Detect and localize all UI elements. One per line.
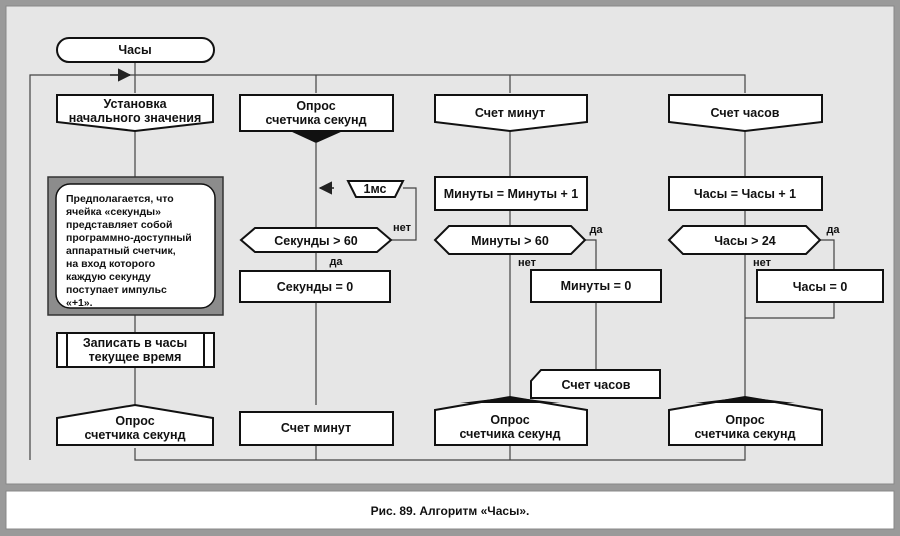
svg-text:аппаратный счетчик,: аппаратный счетчик,	[66, 245, 176, 257]
svg-text:«+1».: «+1».	[66, 297, 93, 309]
col4-poll-label-2: счетчика секунд	[694, 427, 795, 441]
minutes-count-offpage	[239, 411, 394, 446]
note-box	[55, 183, 216, 309]
svg-text:каждую секунду: каждую секунду	[66, 271, 151, 283]
minutes-decision-label: Минуты > 60	[471, 234, 549, 248]
col1-poll-block	[56, 403, 214, 446]
col3-poll-label-1: Опрос	[490, 413, 529, 427]
seconds-reset-label: Секунды = 0	[277, 280, 354, 294]
minutes-decision	[433, 225, 587, 255]
minutes-reset-block	[530, 269, 662, 303]
hours-count-offpage-label: Счет часов	[562, 378, 631, 392]
seconds-poll-label-1: Опрос	[296, 99, 335, 113]
minutes-reset-label: Минуты = 0	[561, 279, 632, 293]
svg-text:на вход которого: на вход которого	[66, 258, 155, 270]
minutes-header-block	[434, 94, 588, 133]
minutes-increment-block	[434, 176, 588, 211]
svg-text:Предполагается, что: Предполагается, что	[66, 193, 174, 205]
start-terminator	[56, 37, 215, 63]
delay-label: 1мс	[364, 182, 387, 196]
seconds-no-label: нет	[393, 222, 412, 234]
hours-decision	[667, 225, 822, 255]
hours-count-offpage	[530, 369, 661, 399]
col4-poll-label-1: Опрос	[725, 413, 764, 427]
minutes-header-label: Счет минут	[475, 106, 545, 120]
figure-caption: Рис. 89. Алгоритм «Часы».	[371, 504, 530, 518]
minutes-count-offpage-label: Счет минут	[281, 421, 351, 435]
hours-header-label: Счет часов	[711, 106, 780, 120]
caption-panel	[5, 490, 895, 530]
write-clock-label-1: Записать в часы	[83, 336, 187, 350]
seconds-poll-label-2: счетчика секунд	[265, 113, 366, 127]
seconds-decision	[239, 227, 393, 253]
hours-increment-label: Часы = Часы + 1	[694, 187, 796, 201]
svg-text:ячейка «секунды»: ячейка «секунды»	[66, 206, 161, 218]
svg-text:представляет собой: представляет собой	[66, 219, 172, 231]
seconds-poll-connector	[290, 131, 343, 143]
flow-lines	[29, 62, 835, 461]
hours-no-label: нет	[753, 257, 772, 269]
minutes-no-label: нет	[518, 257, 537, 269]
hours-header-block	[668, 94, 823, 133]
start-label: Часы	[118, 43, 151, 57]
hours-reset-block	[756, 269, 884, 303]
note-text: Предполагается, что ячейка «секунды» пре…	[66, 193, 192, 309]
seconds-yes-label: да	[329, 256, 343, 268]
hours-increment-block	[668, 176, 823, 211]
hours-decision-label: Часы > 24	[714, 234, 776, 248]
setup-label-1: Установка	[103, 97, 167, 111]
seconds-decision-label: Секунды > 60	[274, 234, 358, 248]
hours-reset-label: Часы = 0	[793, 280, 848, 294]
col3-poll-label-2: счетчика секунд	[459, 427, 560, 441]
hours-yes-label: да	[826, 224, 840, 236]
write-clock-label-2: текущее время	[89, 350, 182, 364]
write-clock-block	[56, 332, 215, 368]
col1-poll-label-1: Опрос	[115, 414, 154, 428]
svg-text:поступает импульс: поступает импульс	[66, 284, 167, 296]
col1-poll-label-2: счетчика секунд	[84, 428, 185, 442]
svg-text:программно-доступный: программно-доступный	[66, 232, 192, 244]
minutes-yes-label: да	[589, 224, 603, 236]
minutes-increment-label: Минуты = Минуты + 1	[444, 187, 579, 201]
seconds-poll-block	[239, 94, 394, 132]
delay-block	[346, 180, 405, 198]
seconds-reset-block	[239, 270, 391, 303]
setup-block	[56, 94, 214, 133]
setup-label-2: начального значения	[69, 111, 202, 125]
